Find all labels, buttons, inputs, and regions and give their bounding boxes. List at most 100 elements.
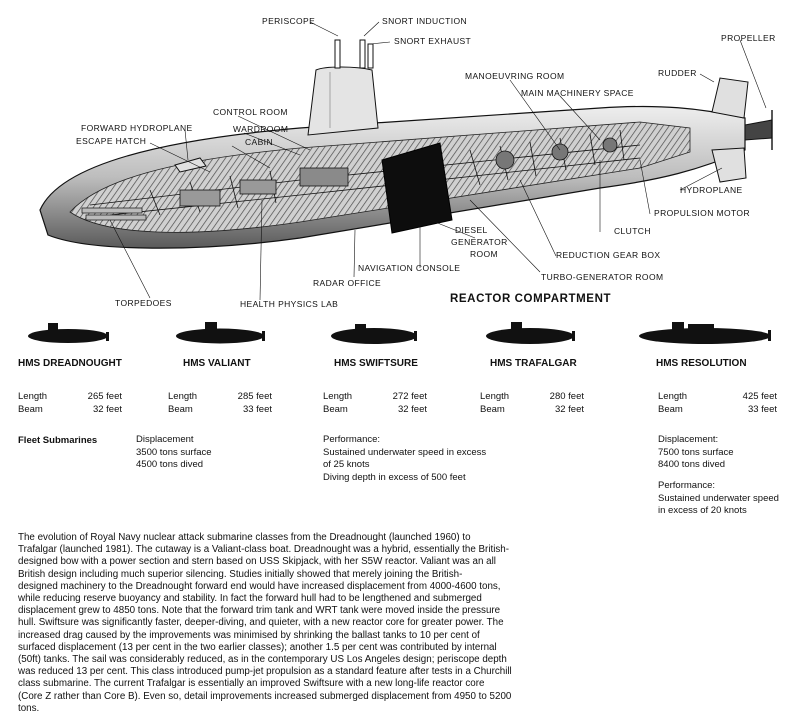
beam-value: 32 feet bbox=[397, 404, 427, 415]
silhouette-dreadnought bbox=[28, 323, 109, 343]
caption-line: designed machinery to the Dreadnought fo… bbox=[18, 580, 501, 592]
caption-line: Trafalgar (launched 1981). The cutaway i… bbox=[18, 544, 510, 556]
internal-machinery bbox=[89, 129, 641, 216]
masts bbox=[334, 39, 374, 69]
class-name-valiant: HMS VALIANT bbox=[183, 358, 251, 369]
label-manoeuvring-room: MANOEUVRING ROOM bbox=[465, 71, 565, 81]
caption-line: increased drag caused by the improvement… bbox=[18, 629, 480, 641]
performance-line: Sustained underwater speed bbox=[658, 492, 779, 504]
label-wardroom: WARDROOM bbox=[233, 124, 289, 134]
label-diesel: DIESEL bbox=[455, 225, 488, 235]
specs-dreadnought: Length 265 feet Beam 32 feet bbox=[18, 390, 122, 418]
rudder bbox=[711, 77, 749, 119]
silhouette-trafalgar bbox=[486, 322, 575, 344]
reactor-compartment-title: REACTOR COMPARTMENT bbox=[450, 293, 612, 305]
specs-trafalgar: Length 280 feet Beam 32 feet bbox=[480, 390, 584, 418]
class-name-swiftsure: HMS SWIFTSURE bbox=[334, 358, 418, 369]
beam-value: 32 feet bbox=[92, 404, 122, 415]
displacement-dived: 4500 tons dived bbox=[136, 459, 204, 470]
displacement-title: Displacement: bbox=[658, 434, 719, 445]
label-snort-induction: SNORT INDUCTION bbox=[382, 16, 468, 26]
label-torpedoes: TORPEDOES bbox=[115, 298, 172, 308]
length-value: 265 feet bbox=[87, 391, 122, 402]
specs-resolution: Length 425 feet Beam 33 feet bbox=[658, 390, 777, 418]
specs-valiant: Length 285 feet Beam 33 feet bbox=[168, 390, 272, 418]
caption-line: The evolution of Royal Navy nuclear atta… bbox=[18, 532, 471, 543]
caption-line: while reducing reserve buoyancy and stab… bbox=[18, 593, 482, 605]
resolution-performance: Performance: Sustained underwater speed … bbox=[658, 480, 779, 518]
resolution-displacement: Displacement: 7500 tons surface 8400 ton… bbox=[658, 434, 734, 472]
displacement-dived: 8400 tons dived bbox=[658, 459, 726, 470]
label-radar-office: RADAR OFFICE bbox=[313, 278, 382, 288]
displacement-surface: 3500 tons surface bbox=[136, 446, 212, 458]
beam-label: Beam bbox=[168, 404, 193, 415]
label-periscope: PERISCOPE bbox=[262, 16, 316, 26]
label-room: ROOM bbox=[470, 249, 499, 259]
length-value: 285 feet bbox=[237, 391, 272, 402]
label-rudder: RUDDER bbox=[658, 68, 697, 78]
caption-line: (50ft) tanks. The sail was considerably … bbox=[18, 654, 507, 666]
label-generator: GENERATOR bbox=[451, 237, 508, 247]
length-value: 272 feet bbox=[392, 391, 427, 402]
class-name-resolution: HMS RESOLUTION bbox=[656, 358, 747, 369]
caption-line: tons. bbox=[18, 702, 40, 714]
fleet-displacement: Displacement 3500 tons surface 4500 tons… bbox=[136, 434, 212, 472]
label-snort-exhaust: SNORT EXHAUST bbox=[394, 36, 472, 46]
forward-hydroplane bbox=[174, 157, 207, 173]
caption-line: class submarine. The current Trafalgar i… bbox=[18, 678, 485, 690]
label-escape-hatch: ESCAPE HATCH bbox=[76, 136, 147, 146]
caption-line: designed bow with a power section and st… bbox=[18, 556, 496, 568]
fleet-submarines-label: Fleet Submarines bbox=[18, 435, 98, 446]
length-value: 425 feet bbox=[742, 391, 777, 402]
torpedo-tubes bbox=[81, 207, 147, 221]
beam-label: Beam bbox=[658, 404, 683, 415]
beam-label: Beam bbox=[480, 404, 505, 415]
silhouette-swiftsure bbox=[331, 324, 417, 344]
length-label: Length bbox=[323, 391, 353, 402]
sail bbox=[307, 66, 379, 136]
performance-line: Diving depth in excess of 500 feet bbox=[323, 471, 466, 483]
label-control-room: CONTROL ROOM bbox=[213, 107, 288, 117]
label-health-physics-lab: HEALTH PHYSICS LAB bbox=[240, 299, 339, 309]
performance-line: of 25 knots bbox=[323, 459, 370, 470]
caption-line: (Core Z rather than Core B). Even so, de… bbox=[18, 690, 512, 702]
caption-line: displacement grew to 4850 tons. Note tha… bbox=[18, 605, 501, 617]
cutaway-interior bbox=[69, 121, 691, 233]
submarine-cutaway-drawing bbox=[39, 21, 773, 301]
reactor-compartment-block bbox=[381, 142, 453, 234]
class-silhouettes bbox=[28, 322, 771, 344]
fleet-performance: Performance: Sustained underwater speed … bbox=[323, 434, 486, 484]
length-label: Length bbox=[658, 391, 688, 402]
length-value: 280 feet bbox=[549, 391, 584, 402]
label-reduction-gear-box: REDUCTION GEAR BOX bbox=[556, 250, 661, 260]
beam-value: 32 feet bbox=[554, 404, 584, 415]
label-hydroplane: HYDROPLANE bbox=[680, 185, 743, 195]
label-propulsion-motor: PROPULSION MOTOR bbox=[654, 208, 750, 218]
stern-hydroplane bbox=[711, 147, 747, 183]
specs-swiftsure: Length 272 feet Beam 32 feet bbox=[323, 390, 427, 418]
caption-line: surfaced displacement (13 per cent in th… bbox=[18, 641, 497, 653]
caption-line: hull. Swiftsure was significantly faster… bbox=[18, 617, 504, 629]
class-name-dreadnought: HMS DREADNOUGHT bbox=[18, 358, 122, 369]
beam-value: 33 feet bbox=[242, 404, 272, 415]
performance-line: in excess of 20 knots bbox=[658, 505, 747, 516]
propeller bbox=[744, 119, 773, 141]
displacement-title: Displacement bbox=[136, 434, 194, 445]
performance-line: Sustained underwater speed in excess bbox=[323, 446, 487, 458]
length-label: Length bbox=[168, 391, 198, 402]
silhouette-valiant bbox=[176, 322, 265, 344]
performance-title: Performance: bbox=[323, 434, 381, 445]
caption-paragraph: The evolution of Royal Navy nuclear atta… bbox=[18, 532, 538, 715]
label-cabin: CABIN bbox=[245, 137, 273, 147]
label-navigation-console: NAVIGATION CONSOLE bbox=[358, 263, 461, 273]
performance-title: Performance: bbox=[658, 480, 716, 491]
beam-label: Beam bbox=[18, 404, 43, 415]
class-name-trafalgar: HMS TRAFALGAR bbox=[490, 358, 577, 369]
label-main-machinery-space: MAIN MACHINERY SPACE bbox=[521, 88, 634, 98]
label-propeller: PROPELLER bbox=[721, 33, 776, 43]
beam-label: Beam bbox=[323, 404, 348, 415]
caption-line: was reduced 13 per cent. This class intr… bbox=[18, 666, 512, 678]
label-turbo-generator-room: TURBO-GENERATOR ROOM bbox=[541, 272, 664, 282]
beam-value: 33 feet bbox=[747, 404, 777, 415]
displacement-surface: 7500 tons surface bbox=[658, 446, 734, 458]
